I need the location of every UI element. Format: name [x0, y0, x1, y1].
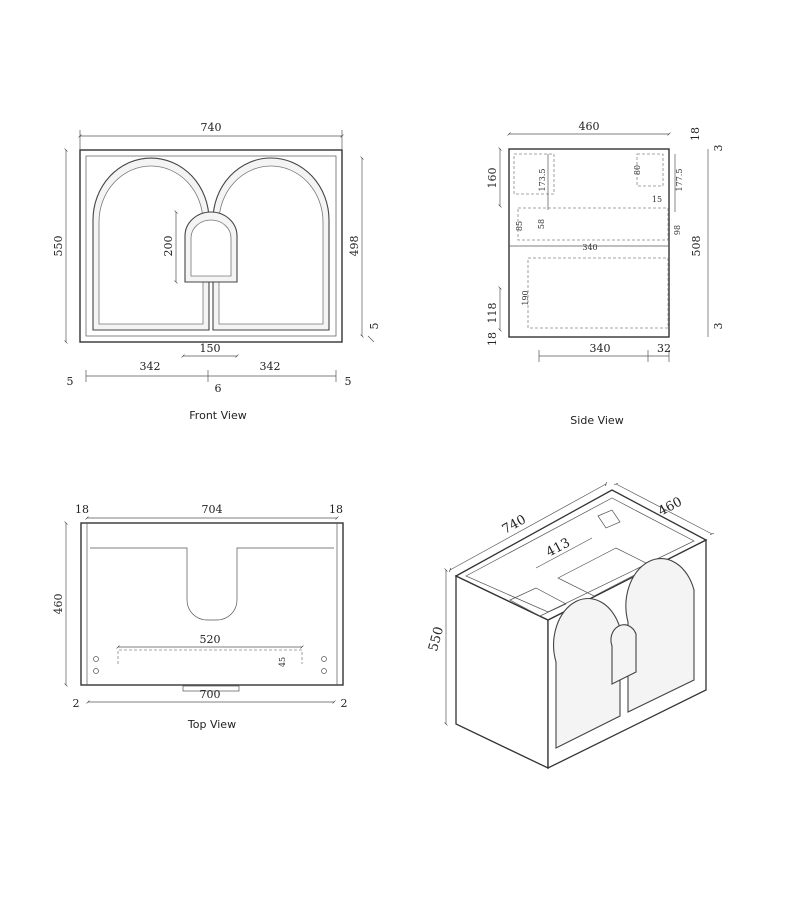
front-top-gap-label: 5	[368, 323, 381, 330]
side-small-b-label: 58	[537, 219, 546, 229]
isometric-view: 740 460 550 413	[426, 481, 715, 770]
top-view: 704 18 18 460 520 45 700 2 2 Top View	[52, 503, 348, 731]
front-inner-frame	[85, 155, 337, 337]
side-base-height-label: 118	[486, 303, 499, 324]
front-top-gap-dimline	[367, 335, 375, 343]
top-view-caption: Top View	[187, 718, 236, 731]
iso-left-arch-door	[553, 597, 621, 749]
top-left-gap-label: 2	[73, 697, 80, 710]
top-right-gap-label: 2	[341, 697, 348, 710]
top-cutout-label: 520	[200, 633, 221, 646]
front-left-arch-inner	[98, 165, 204, 325]
front-center-gap-label: 6	[215, 382, 222, 395]
side-small-d-label: 98	[673, 225, 682, 235]
front-center-label: 150	[200, 342, 221, 355]
iso-depth-dimline	[613, 483, 715, 535]
side-drawer-inner-r-label: 177.5	[675, 169, 684, 192]
top-hole-right-2	[321, 668, 327, 674]
side-drawer-box	[513, 153, 555, 195]
iso-height-label: 550	[426, 625, 447, 653]
top-hole-right-1	[321, 656, 327, 662]
top-hole-left-1	[93, 656, 99, 662]
front-right-arch-inner	[218, 165, 324, 325]
side-drawer-inner-label: 173.5	[538, 169, 547, 192]
iso-depth-label: 460	[656, 494, 685, 519]
top-rear-cutout	[117, 649, 303, 664]
side-lower-label: 190	[521, 290, 530, 305]
front-height-label: 550	[52, 236, 65, 257]
iso-handle	[610, 624, 637, 685]
side-lower-box	[527, 257, 669, 329]
top-depth-label: 460	[52, 594, 65, 615]
top-inner-width-label: 704	[202, 503, 223, 516]
top-outer-frame	[80, 522, 344, 686]
top-handle-cutout	[90, 547, 334, 621]
side-bottom-depth-label: 340	[590, 342, 611, 355]
iso-right-arch-door	[625, 558, 695, 713]
front-left-gap-label: 5	[67, 375, 74, 388]
side-small-c-label: 85	[515, 221, 524, 231]
top-cutout-depth-label: 45	[278, 657, 287, 667]
side-bottom-gap-label: 3	[712, 323, 725, 330]
front-view-caption: Front View	[189, 409, 246, 422]
side-view: 460 18 3 508 3 160 173.5 80 177.5 58 85 …	[486, 120, 725, 427]
top-back-rail	[182, 685, 240, 692]
side-drawer-height-label: 160	[486, 168, 499, 189]
side-depth-label: 460	[579, 120, 600, 133]
top-left-panel-label: 18	[75, 503, 89, 516]
side-small-a-label: 80	[633, 165, 642, 175]
top-hole-left-2	[93, 668, 99, 674]
front-view: 740 550 498 5 200 150 342 342 5 6 5 Fron…	[52, 121, 381, 422]
side-bottom-thk-label: 18	[486, 332, 499, 346]
side-view-caption: Side View	[570, 414, 623, 427]
front-width-label: 740	[201, 121, 222, 134]
side-upper-shelf	[517, 207, 669, 241]
side-rear-box	[636, 153, 664, 187]
iso-drawer-cavity-left	[509, 587, 567, 617]
side-top-thk-label: 18	[689, 127, 702, 141]
iso-width-dimline	[449, 481, 607, 573]
side-back-gap-label: 32	[657, 342, 671, 355]
iso-inner-dimline	[535, 537, 593, 569]
side-outer-frame	[508, 148, 670, 338]
front-arch-handle-inner	[190, 219, 232, 277]
front-left-door-label: 342	[140, 360, 161, 373]
side-small-e-label: 15	[652, 195, 662, 204]
top-back-width-label: 700	[200, 688, 221, 701]
side-top-gap-label: 3	[712, 145, 725, 152]
front-right-door-label: 342	[260, 360, 281, 373]
front-right-gap-label: 5	[345, 375, 352, 388]
top-right-panel-label: 18	[329, 503, 343, 516]
front-outer-frame	[79, 149, 343, 343]
side-body-height-label: 508	[690, 236, 703, 257]
front-handle-label: 200	[162, 236, 175, 257]
iso-width-label: 740	[500, 512, 529, 537]
front-inner-height-label: 498	[348, 236, 361, 257]
side-shelf-width-label: 340	[582, 243, 597, 252]
